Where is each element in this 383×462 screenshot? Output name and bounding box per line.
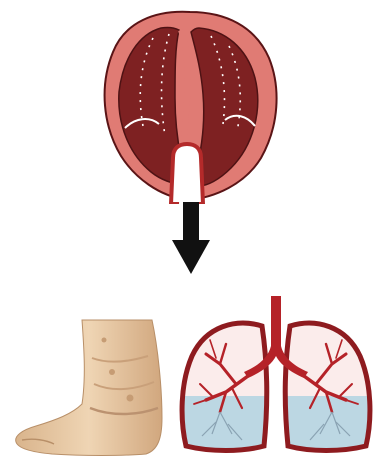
- arrow-down-icon: [170, 200, 212, 276]
- leg-dimple-3: [102, 338, 107, 343]
- leg-shape: [16, 320, 162, 456]
- arrow-shaft: [183, 202, 199, 242]
- lungs-icon: [176, 296, 376, 458]
- leg-dimple-2: [127, 395, 134, 402]
- arrow-head: [172, 240, 210, 274]
- heart-outflow-inner: [179, 155, 195, 204]
- leg-edema-icon: [12, 318, 172, 458]
- leg-dimple-1: [109, 369, 115, 375]
- heart-icon: [95, 8, 285, 204]
